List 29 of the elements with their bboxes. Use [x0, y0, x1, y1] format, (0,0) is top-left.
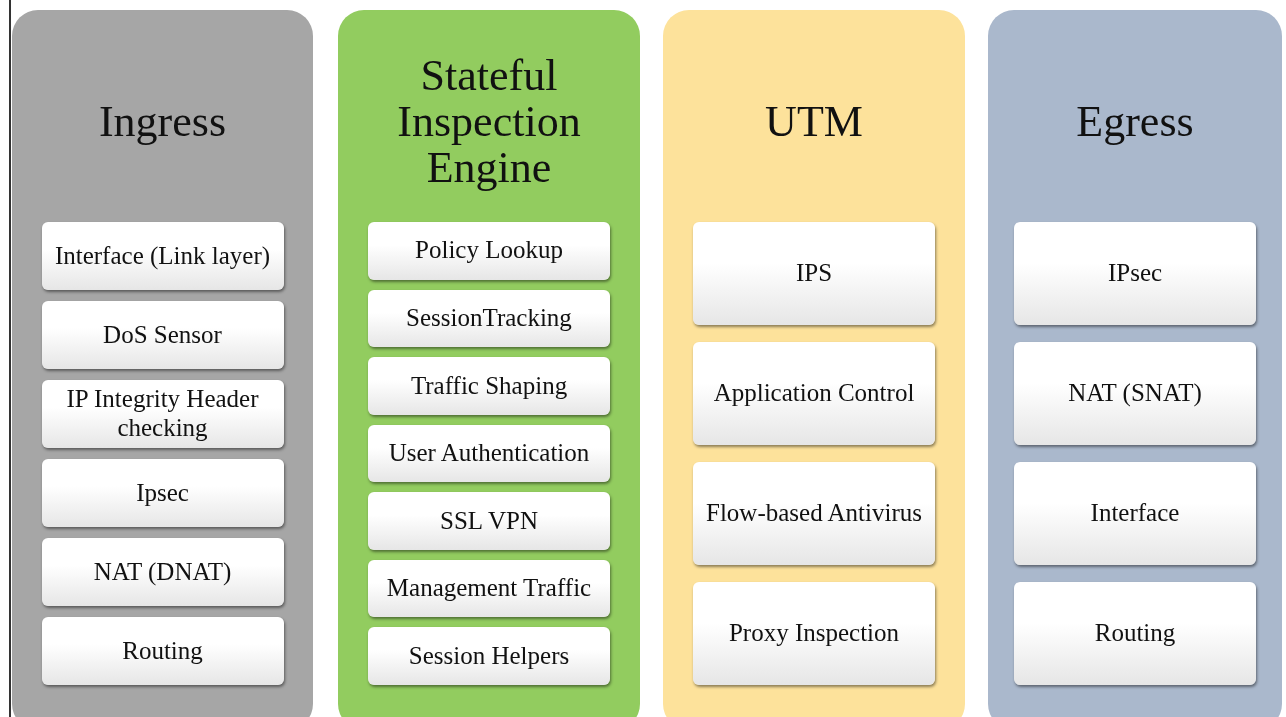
process-box: Policy Lookup [368, 222, 610, 280]
process-box: Interface [1014, 462, 1256, 565]
process-box: Traffic Shaping [368, 357, 610, 415]
panel-heading: UTM [764, 99, 864, 145]
process-box: SSL VPN [368, 492, 610, 550]
process-box: IPsec [1014, 222, 1256, 325]
process-box: User Authentication [368, 424, 610, 483]
process-box: SessionTracking [368, 289, 610, 348]
panel-heading: Egress [1075, 99, 1195, 145]
process-box: NAT (DNAT) [41, 538, 284, 606]
process-box: Routing [41, 617, 284, 685]
process-box: Flow-based Antivirus [693, 462, 935, 565]
category-panel [12, 10, 313, 717]
process-box: IPS [693, 222, 935, 325]
process-box: Management Traffic [368, 559, 610, 618]
process-box: Application Control [693, 342, 935, 445]
process-box: Routing [1014, 582, 1256, 685]
process-box: Interface (Link layer) [41, 222, 284, 290]
category-panel [338, 10, 640, 717]
category-panel [663, 10, 965, 717]
category-panel [988, 10, 1282, 717]
process-box: DoS Sensor [41, 301, 284, 369]
process-box: NAT (SNAT) [1014, 342, 1256, 445]
process-box: IP Integrity Header checking [41, 380, 284, 448]
panel-heading: Ingress [97, 99, 228, 145]
process-box: Session Helpers [368, 627, 610, 685]
process-box: Proxy Inspection [693, 582, 935, 685]
panel-heading: Stateful Inspection Engine [396, 53, 582, 191]
process-box: Ipsec [41, 459, 284, 527]
